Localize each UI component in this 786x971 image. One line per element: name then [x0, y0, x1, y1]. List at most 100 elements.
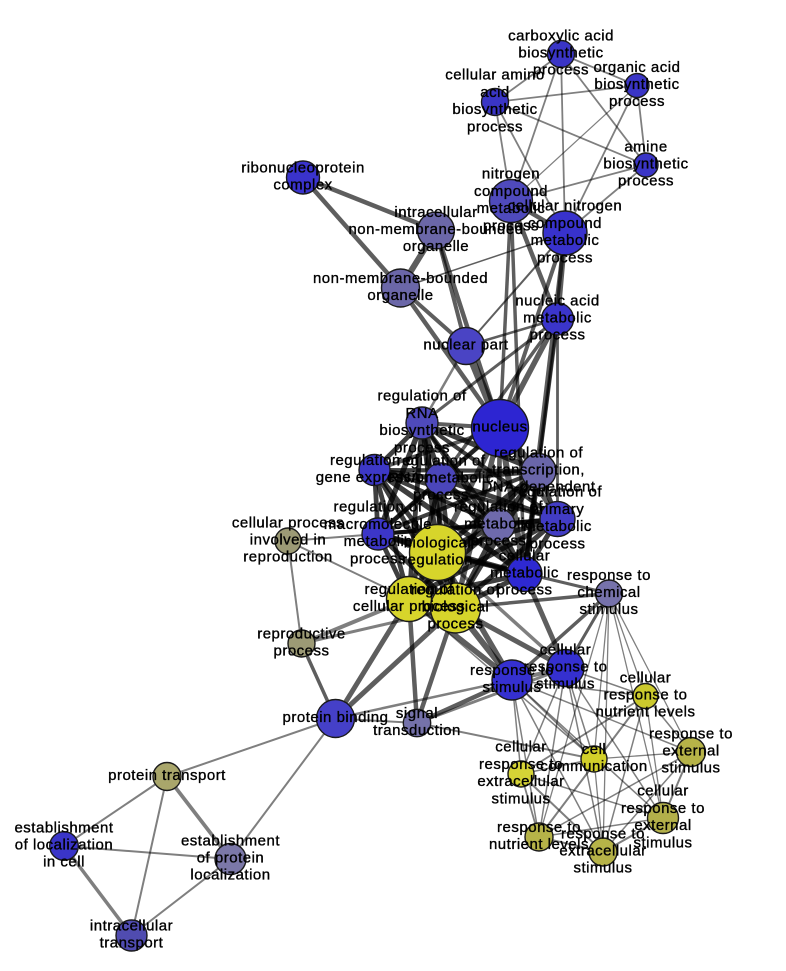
svg-text:extracellular: extracellular — [477, 773, 564, 790]
svg-text:macromolecule: macromolecule — [324, 516, 432, 533]
svg-text:nutrient levels: nutrient levels — [489, 836, 589, 853]
svg-text:carboxylic acid: carboxylic acid — [508, 27, 614, 44]
svg-text:process: process — [529, 535, 585, 552]
svg-text:process: process — [483, 217, 539, 234]
svg-text:stimulus: stimulus — [633, 834, 692, 851]
svg-text:cellular nitrogen: cellular nitrogen — [508, 198, 622, 215]
svg-text:amine: amine — [624, 138, 667, 155]
svg-text:cellular: cellular — [499, 547, 551, 564]
svg-text:organic acid: organic acid — [594, 59, 681, 76]
svg-text:nucleus: nucleus — [472, 419, 527, 436]
svg-text:process: process — [470, 533, 526, 550]
svg-text:biosynthetic: biosynthetic — [518, 45, 603, 62]
svg-text:response to: response to — [479, 756, 563, 773]
svg-text:cellular process: cellular process — [353, 598, 465, 615]
svg-text:process: process — [350, 550, 406, 567]
svg-text:regulation of: regulation of — [454, 498, 543, 515]
svg-text:RNA: RNA — [405, 405, 438, 422]
svg-text:cell: cell — [582, 741, 607, 758]
svg-text:protein binding: protein binding — [283, 709, 389, 726]
svg-text:of localization: of localization — [15, 837, 113, 854]
svg-text:signal: signal — [396, 705, 438, 722]
svg-text:complex: complex — [273, 177, 332, 194]
svg-text:metabolic: metabolic — [523, 518, 592, 535]
svg-text:non-membrane-bounded: non-membrane-bounded — [313, 270, 488, 287]
svg-text:response to: response to — [524, 659, 608, 676]
svg-text:non-membrane-bounded: non-membrane-bounded — [348, 221, 523, 238]
svg-text:involved in: involved in — [250, 532, 326, 549]
svg-text:ribonucleoprotein: ribonucleoprotein — [241, 159, 365, 176]
svg-text:response to: response to — [497, 819, 581, 836]
svg-text:intracellular: intracellular — [394, 204, 477, 221]
svg-text:cellular: cellular — [495, 739, 547, 756]
svg-text:regulation of: regulation of — [330, 452, 419, 469]
svg-text:stimulus: stimulus — [573, 860, 632, 877]
svg-text:process: process — [394, 439, 450, 456]
svg-text:response to: response to — [561, 825, 645, 842]
svg-text:biosynthetic: biosynthetic — [452, 101, 537, 118]
svg-text:of protein: of protein — [197, 850, 265, 867]
svg-text:communication: communication — [540, 758, 647, 775]
svg-text:cellular amino: cellular amino — [445, 67, 545, 84]
svg-text:localization: localization — [190, 867, 270, 884]
svg-text:RNA metabolic: RNA metabolic — [388, 470, 494, 487]
svg-text:compound: compound — [528, 215, 602, 232]
svg-text:regulation of: regulation of — [494, 444, 583, 461]
svg-text:transduction: transduction — [373, 722, 461, 739]
svg-text:stimulus: stimulus — [579, 601, 638, 618]
svg-text:process: process — [529, 327, 585, 344]
svg-text:process: process — [609, 93, 665, 110]
svg-text:compound: compound — [474, 183, 548, 200]
svg-text:chemical: chemical — [577, 584, 640, 601]
svg-text:external: external — [634, 817, 691, 834]
svg-text:biological: biological — [404, 534, 472, 551]
svg-text:gene expression: gene expression — [316, 469, 434, 486]
svg-text:metabolic: metabolic — [477, 200, 546, 217]
svg-text:biosynthetic: biosynthetic — [379, 422, 464, 439]
svg-text:process: process — [427, 616, 483, 633]
svg-text:in cell: in cell — [43, 854, 85, 871]
svg-text:DNA-dependent: DNA-dependent — [481, 479, 595, 496]
svg-text:response to: response to — [604, 687, 688, 704]
svg-text:intracellular: intracellular — [90, 917, 173, 934]
svg-text:regulation of: regulation of — [333, 499, 422, 516]
svg-text:response to: response to — [649, 725, 733, 742]
svg-text:metabolic: metabolic — [531, 232, 600, 249]
svg-text:establishment: establishment — [14, 819, 113, 836]
svg-text:cellular: cellular — [637, 783, 689, 800]
svg-text:process: process — [533, 62, 589, 79]
svg-text:regulation of: regulation of — [411, 581, 500, 598]
svg-text:process: process — [413, 487, 469, 504]
svg-text:response to: response to — [567, 567, 651, 584]
svg-text:nitrogen: nitrogen — [482, 166, 540, 183]
svg-text:regulation of: regulation of — [513, 484, 602, 501]
svg-text:organelle: organelle — [403, 238, 469, 255]
svg-text:process: process — [496, 582, 552, 599]
svg-text:stimulus: stimulus — [482, 679, 541, 696]
svg-text:regulation: regulation — [402, 552, 473, 569]
svg-text:regulation of: regulation of — [364, 581, 453, 598]
svg-text:regulation of: regulation of — [396, 452, 485, 469]
svg-text:process: process — [273, 643, 329, 660]
svg-text:biosynthetic: biosynthetic — [603, 156, 688, 173]
svg-text:cellular: cellular — [540, 641, 592, 658]
svg-text:reproductive: reproductive — [257, 625, 346, 642]
svg-text:cellular: cellular — [620, 669, 672, 686]
svg-text:regulation of: regulation of — [377, 388, 466, 405]
svg-text:primary: primary — [531, 501, 585, 518]
svg-text:metabolic: metabolic — [523, 310, 592, 327]
svg-text:response to: response to — [470, 662, 554, 679]
svg-text:extracellular: extracellular — [559, 843, 646, 860]
svg-text:transport: transport — [100, 935, 164, 952]
svg-text:reproduction: reproduction — [243, 549, 332, 566]
svg-text:cellular process: cellular process — [232, 514, 344, 531]
svg-text:nuclear part: nuclear part — [423, 337, 509, 354]
svg-text:stimulus: stimulus — [536, 676, 595, 693]
svg-text:metabolic: metabolic — [344, 533, 413, 550]
svg-text:response to: response to — [621, 800, 705, 817]
svg-text:metabolic: metabolic — [464, 516, 533, 533]
svg-text:external: external — [662, 743, 719, 760]
svg-text:acid: acid — [480, 84, 510, 101]
svg-text:metabolic: metabolic — [490, 565, 559, 582]
svg-text:establishment: establishment — [181, 832, 280, 849]
